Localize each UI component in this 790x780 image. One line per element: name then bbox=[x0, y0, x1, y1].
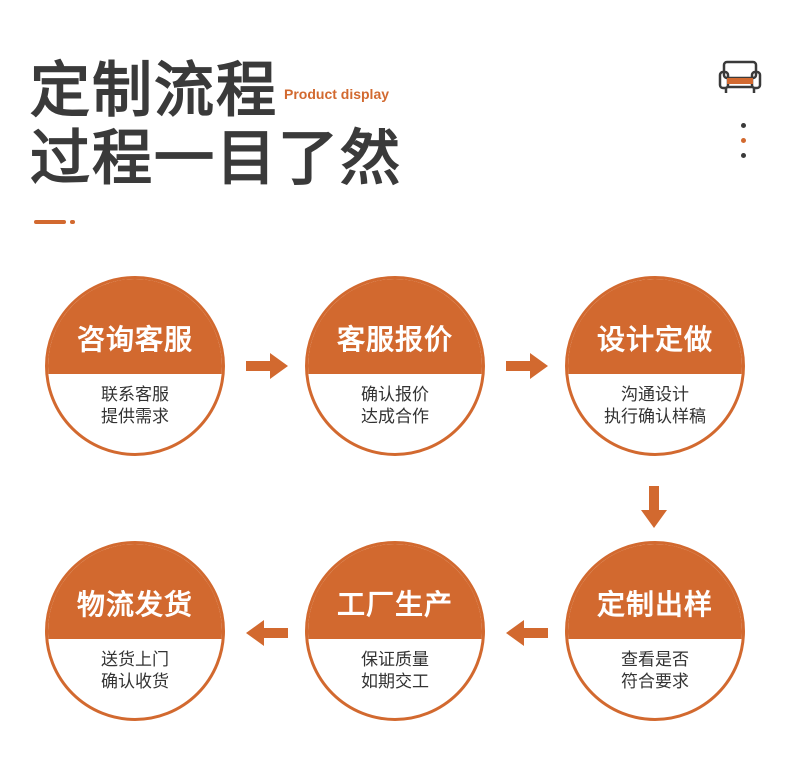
arrow-left-icon bbox=[246, 620, 288, 646]
step-card-logistics: 物流发货 送货上门 确认收货 bbox=[45, 541, 225, 721]
step-desc-line-1: 联系客服 bbox=[101, 385, 169, 405]
accent-bar bbox=[34, 220, 66, 224]
step-desc-line-1: 送货上门 bbox=[101, 650, 169, 670]
arrow-right-icon bbox=[506, 353, 548, 379]
page-title-line-1: 定制流程 bbox=[30, 56, 278, 126]
step-desc-line-2: 执行确认样稿 bbox=[604, 407, 706, 427]
step-desc-line-2: 如期交工 bbox=[361, 672, 429, 692]
step-title: 咨询客服 bbox=[76, 323, 193, 356]
step-desc-line-1: 沟通设计 bbox=[621, 385, 689, 405]
dot-top bbox=[741, 123, 746, 128]
dot-middle bbox=[741, 138, 746, 143]
step-desc-line-1: 查看是否 bbox=[621, 650, 689, 670]
step-desc-line-2: 确认收货 bbox=[101, 672, 169, 692]
step-title: 客服报价 bbox=[336, 323, 453, 356]
step-title: 物流发货 bbox=[76, 588, 193, 621]
step-desc-line-1: 保证质量 bbox=[361, 650, 429, 670]
step-card-quote: 客服报价 确认报价 达成合作 bbox=[305, 276, 485, 456]
dot-bottom bbox=[741, 153, 746, 158]
accent-dot bbox=[70, 220, 75, 224]
step-title: 设计定做 bbox=[596, 323, 713, 356]
sofa-icon bbox=[718, 60, 762, 93]
step-description: 保证质量 如期交工 bbox=[308, 649, 482, 693]
step-card-design: 设计定做 沟通设计 执行确认样稿 bbox=[565, 276, 745, 456]
arrow-left-icon bbox=[506, 620, 548, 646]
step-desc-line-1: 确认报价 bbox=[361, 385, 429, 405]
step-desc-line-2: 符合要求 bbox=[621, 672, 689, 692]
arrow-down-icon bbox=[641, 486, 667, 528]
step-title: 定制出样 bbox=[596, 588, 713, 621]
step-card-sample: 定制出样 查看是否 符合要求 bbox=[565, 541, 745, 721]
step-description: 确认报价 达成合作 bbox=[308, 384, 482, 428]
step-description: 联系客服 提供需求 bbox=[48, 384, 222, 428]
step-card-production: 工厂生产 保证质量 如期交工 bbox=[305, 541, 485, 721]
step-desc-line-2: 达成合作 bbox=[361, 407, 429, 427]
step-description: 沟通设计 执行确认样稿 bbox=[568, 384, 742, 428]
step-card-consult: 咨询客服 联系客服 提供需求 bbox=[45, 276, 225, 456]
page-title-line-2: 过程一目了然 bbox=[30, 124, 402, 194]
page-subtitle: Product display bbox=[284, 86, 390, 102]
arrow-right-icon bbox=[246, 353, 288, 379]
step-description: 查看是否 符合要求 bbox=[568, 649, 742, 693]
step-description: 送货上门 确认收货 bbox=[48, 649, 222, 693]
step-desc-line-2: 提供需求 bbox=[101, 407, 169, 427]
step-title: 工厂生产 bbox=[336, 588, 453, 621]
